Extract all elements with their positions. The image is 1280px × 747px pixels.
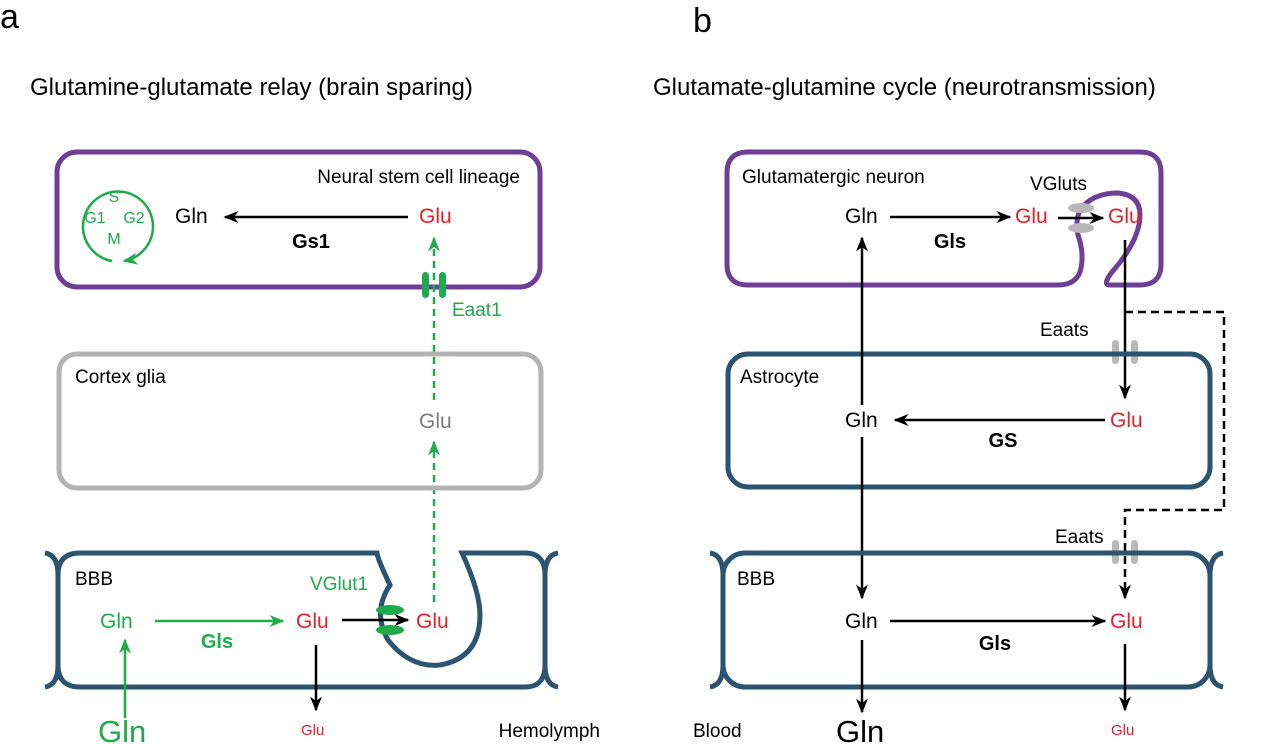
bbb-a-glu: Glu [296,610,329,633]
astrocyte-glu: Glu [1110,409,1143,432]
cortex-glia-membrane [56,351,544,491]
neural-stem-cell-label: Neural stem cell lineage [317,167,520,188]
cell-cycle-m: M [107,231,120,248]
gls-enzyme-label-bbb-b: Gls [979,633,1011,655]
eaats-label-bottom: Eaats [1055,527,1104,548]
bbb-b-glu: Glu [1110,610,1143,633]
panel-b: b Glutamate-glutamine cycle (neurotransm… [653,2,1255,747]
vesicle-glu-b: Glu [1108,205,1141,228]
bbb-b-gln: Gln [845,610,878,633]
bbb-label-a: BBB [75,569,113,590]
panel-a-title: Glutamine-glutamate relay (brain sparing… [30,74,473,101]
panel-b-title: Glutamate-glutamine cycle (neurotransmis… [653,74,1156,101]
hemolymph-label: Hemolymph [499,721,600,742]
vgluts-transporter-icon [1068,203,1094,233]
neuron-glu: Glu [1015,205,1048,228]
eaats-label-top: Eaats [1040,320,1089,341]
gls-enzyme-label-neuron: Gls [934,231,966,253]
neural-stem-cell-membrane [54,149,543,290]
cell-cycle-g2: G2 [123,210,144,227]
cell-cycle-s: S [109,189,120,206]
gls-enzyme-label-a: Gls [201,631,233,653]
blood-glu: Glu [1111,722,1134,739]
neuron-label: Glutamatergic neuron [742,167,925,188]
vglut1-label: VGlut1 [310,574,368,595]
blood-gln: Gln [836,714,884,747]
hemolymph-gln: Gln [98,714,146,747]
bbb-membrane-b [680,550,1255,690]
cortex-glia-label: Cortex glia [75,367,166,388]
panel-a-letter: a [0,0,19,36]
astrocyte-label: Astrocyte [740,367,819,388]
bbb-membrane-a [15,550,590,690]
bbb-a-gln: Gln [100,610,133,633]
neuron-gln: Gln [845,205,878,228]
panel-b-letter: b [693,2,712,40]
hemolymph-glu: Glu [301,722,324,739]
panel-a: a Glutamine-glutamate relay (brain spari… [0,0,600,747]
nsc-gln: Gln [175,205,208,228]
eaat1-transporter-icon [422,272,446,298]
nsc-glu: Glu [419,205,452,228]
glu-spillover-dashed-arrow [1119,310,1226,600]
glutamatergic-neuron-membrane [724,149,1164,288]
cell-cycle-icon: S G1 G2 M [81,189,155,265]
astrocyte-membrane [725,351,1213,490]
gs-enzyme-label: GS [989,430,1018,452]
cortex-glia-glu: Glu [419,410,452,433]
blood-label: Blood [693,721,742,742]
bbb-label-b: BBB [737,569,775,590]
vesicle-glu-a: Glu [416,610,449,633]
gs1-enzyme-label: Gs1 [292,231,330,253]
astrocyte-gln: Gln [845,409,878,432]
vglut1-transporter-icon [376,605,404,635]
eaat1-label: Eaat1 [452,300,502,321]
vgluts-label: VGluts [1030,174,1087,195]
cell-cycle-g1: G1 [84,210,105,227]
